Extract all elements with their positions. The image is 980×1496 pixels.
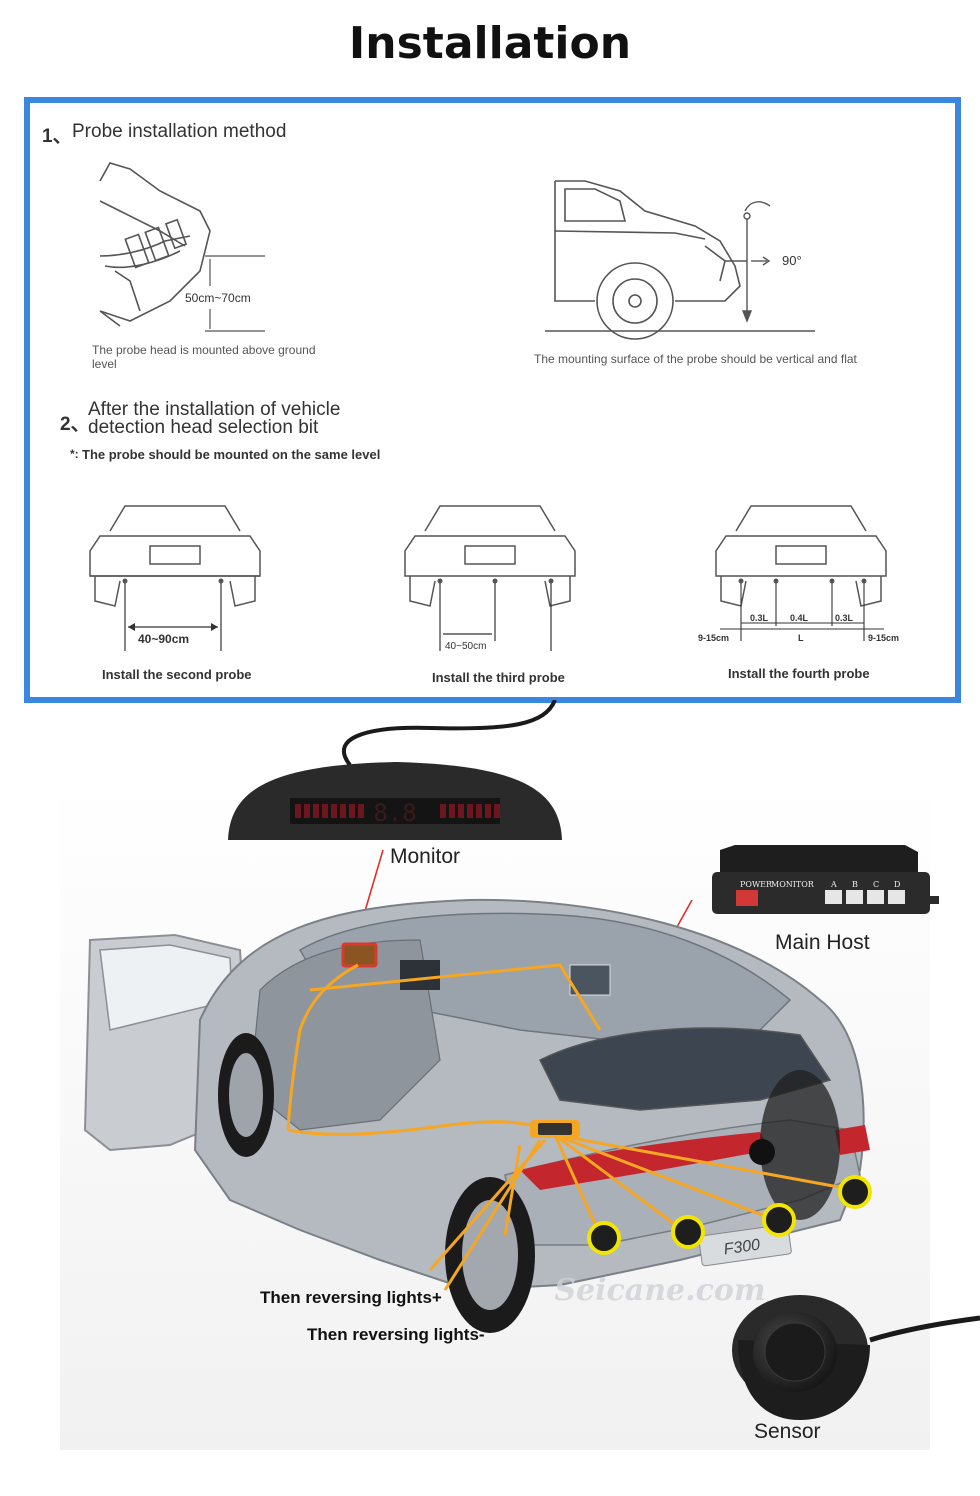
host-port-power: POWER: [740, 880, 773, 889]
host-port-b: B: [852, 880, 858, 889]
same-level-note-marker: *:: [70, 447, 79, 461]
car-side-drawing: [545, 180, 815, 340]
wire-label-negative: Then reversing lights-: [307, 1325, 485, 1344]
section-2-number: 2、: [60, 414, 90, 435]
three-probe-car-drawing: [404, 505, 576, 651]
main-host-label: Main Host: [775, 931, 870, 954]
probe-height-dimension: 50cm~70cm: [185, 291, 251, 305]
two-probe-caption: Install the second probe: [102, 667, 252, 682]
four-probe-seg-b: 0.4L: [790, 613, 809, 623]
same-level-note: The probe should be mounted on the same …: [82, 447, 381, 462]
vertical-angle: 90°: [782, 253, 802, 268]
main-host-device: [712, 845, 939, 914]
host-port-d: D: [894, 880, 900, 889]
four-probe-seg-a: 0.3L: [750, 613, 769, 623]
host-port-monitor: MONITOR: [771, 880, 815, 889]
car-license-plate: F300: [723, 1237, 762, 1259]
section-2-heading-1: After the installation of vehicle: [88, 399, 341, 420]
mounting-surface-caption: The mounting surface of the probe should…: [534, 352, 857, 366]
section-1-heading: Probe installation method: [72, 121, 287, 142]
bumper-closeup-drawing: [99, 162, 265, 332]
monitor-device: [228, 762, 562, 840]
host-location: [530, 1120, 580, 1138]
four-probe-seg-c: 0.3L: [835, 613, 854, 623]
sensor-label: Sensor: [754, 1420, 821, 1443]
monitor-cable: [342, 700, 557, 767]
monitor-label: Monitor: [390, 845, 461, 868]
wiring-harness: [286, 963, 856, 1291]
three-probe-dimension: 40~50cm: [445, 641, 487, 652]
two-probe-car-drawing: [89, 505, 261, 651]
section-1-number: 1、: [42, 126, 72, 147]
host-port-c: C: [873, 880, 879, 889]
monitor-digits: 8.8: [373, 799, 416, 827]
component-diagram: 8.8 POWER MONITOR A B C D: [60, 700, 980, 1450]
four-probe-left-gap: 9-15cm: [698, 633, 730, 643]
four-probe-right-gap: 9-15cm: [868, 633, 900, 643]
wire-label-positive: Then reversing lights+: [260, 1288, 442, 1307]
two-probe-dimension: 40~90cm: [138, 632, 190, 646]
four-probe-total: L: [798, 633, 804, 643]
probe-height-caption: The probe head is mounted above ground: [92, 343, 316, 357]
car-illustration: [83, 898, 870, 1333]
rear-sensor-ring: [587, 1175, 872, 1255]
installation-method-panel: 1、 Probe installation method 50cm~70cm T…: [24, 97, 961, 703]
sensor-device: [732, 1295, 980, 1420]
three-probe-caption: Install the third probe: [432, 670, 565, 685]
probe-height-caption-2: level: [92, 357, 117, 371]
host-port-a: A: [830, 880, 837, 889]
section-2-heading-2: detection head selection bit: [88, 417, 319, 438]
page-title: Installation: [348, 18, 632, 69]
four-probe-car-drawing: [715, 505, 887, 641]
four-probe-caption: Install the fourth probe: [728, 666, 870, 681]
watermark: Seicane.com: [554, 1273, 765, 1308]
